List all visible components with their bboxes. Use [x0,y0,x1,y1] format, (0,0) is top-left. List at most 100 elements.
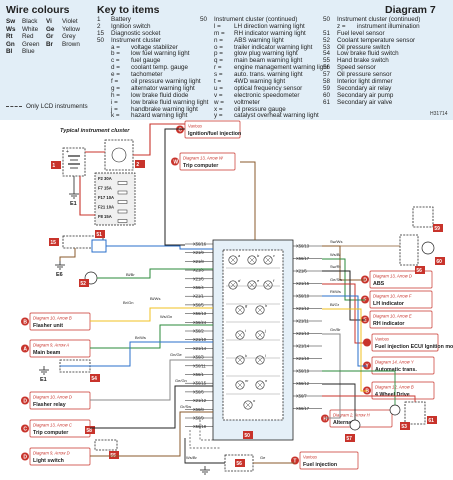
wire [90,307,213,322]
colour-code: Rt [6,33,13,41]
key-item: b =low fuel warning light [97,51,208,58]
key-text: Secondary air pump [337,91,394,99]
arrow-badge-icon [171,157,179,166]
reference-diagram: Diagram 10, Arrow D [33,395,72,400]
cluster-item-letter: e [257,278,260,283]
lamp-cross [236,381,244,389]
key-sub-letter: y = [214,112,223,120]
cluster-item-letter: j [264,328,266,333]
wire [322,395,416,402]
key-number: 53 [323,43,331,51]
reference-diagram: Diagram 13, Arrow D [373,274,412,279]
key-text: coolant temp. gauge [131,64,189,72]
key-text: Instrument cluster [111,36,162,44]
key-text: Ignition switch [111,22,151,30]
wire-brown [240,161,256,240]
reference-diagram: Diagram 10, Arrow E [373,314,412,319]
key-text: Coolant temperature sensor [337,36,416,44]
key-number: 59 [323,84,331,92]
key-sub-letter: b = [111,50,120,58]
cluster-inner-board [222,249,284,421]
key-text: Secondary air relay [337,84,392,92]
key-item: q =main beam warning light [200,57,329,65]
fuse-label: F2 30A [98,176,112,181]
reference-name: Alternator [333,420,358,426]
key-item: a =voltage stabilizer [97,44,208,52]
key-text: Battery [111,16,131,23]
reference-name: LH indicator [373,301,404,307]
cluster-item-letter: b [257,253,260,258]
arrow-badge-icon [21,344,29,353]
lamp-cross [229,281,237,289]
lamp-cross [256,331,264,339]
item-number-badge [243,431,253,439]
wire-colour-label: Sw/Rt [330,264,342,269]
key-sub-letter: e = [111,71,120,79]
reference-name: Trip computer [183,163,218,169]
fuse-label: F7 15A [98,186,112,191]
item-number-badge [433,224,443,232]
item-number: 61 [428,418,434,424]
lcd-note: Only LCD instruments [6,103,88,110]
key-number: 55 [323,57,331,65]
key-sub-letter: z = [337,22,346,30]
fuse-icon [117,190,128,195]
earth-label: E1 [40,377,47,383]
key-sub-letter: f = [111,78,119,86]
key-sub-letter: w = [214,98,224,106]
wire-colour-label: Br/Ws [135,335,146,340]
wire-colour-label: Gn/Br [330,327,341,332]
wire-brown [59,248,76,261]
key-number: 57 [323,71,331,79]
wire-colour-label: Gr/Sw [180,404,191,409]
item-number-badge [235,459,245,467]
key-number: 15 [97,29,105,37]
reference-box [179,152,236,171]
item-number-badge [49,238,59,246]
wire-green [97,268,213,279]
wire-blue [106,245,213,250]
wire [322,383,356,420]
key-number: 58 [323,78,331,86]
wire-colour-label: Bl/Ws [150,296,160,301]
item-number-badge [95,230,105,238]
key-number: 61 [323,98,331,106]
key-sub-letter: s = [214,71,223,79]
cluster-item-letter: o [253,398,256,403]
item-number-badge [51,161,61,169]
arrow-letter: B [23,320,27,326]
colour-name: Grey [62,33,76,41]
wire-colour-label: Bl/Gr [330,302,340,307]
key-item: 59 Secondary air relay [323,84,420,93]
fuse-label: F8 15A [98,214,112,219]
key-text: alternator warning light [131,84,195,92]
wire-colour-label: Ws/Br [186,455,198,460]
item-number-badge [79,279,89,287]
lamp-cross [248,281,256,289]
colour-name: Blue [22,48,35,56]
key-text: ABS warning light [234,36,284,44]
header-banner [0,0,453,120]
key-sub-letter: v = [214,91,223,99]
key-item: o =trailer indicator warning light [200,44,329,52]
key-number: 50 [323,16,331,23]
key-sub-letter: d = [111,64,120,72]
key-text: auto. trans. warning light [234,71,303,79]
wire-colour-label: Br/Gn [123,300,133,305]
arrow-letter: A [23,347,27,353]
item-number: 60 [436,259,442,265]
key-text: main beam warning light [234,57,303,65]
fusebox [94,172,136,226]
key-sub-letter: h = [111,91,120,99]
key-sub-letter: l = [214,22,221,30]
item-number: 53 [401,424,407,430]
reference-diagram: Diagram 2, Arrow H [333,413,371,418]
cluster-item-letter: l [265,353,266,358]
lamp-cross [264,256,272,264]
